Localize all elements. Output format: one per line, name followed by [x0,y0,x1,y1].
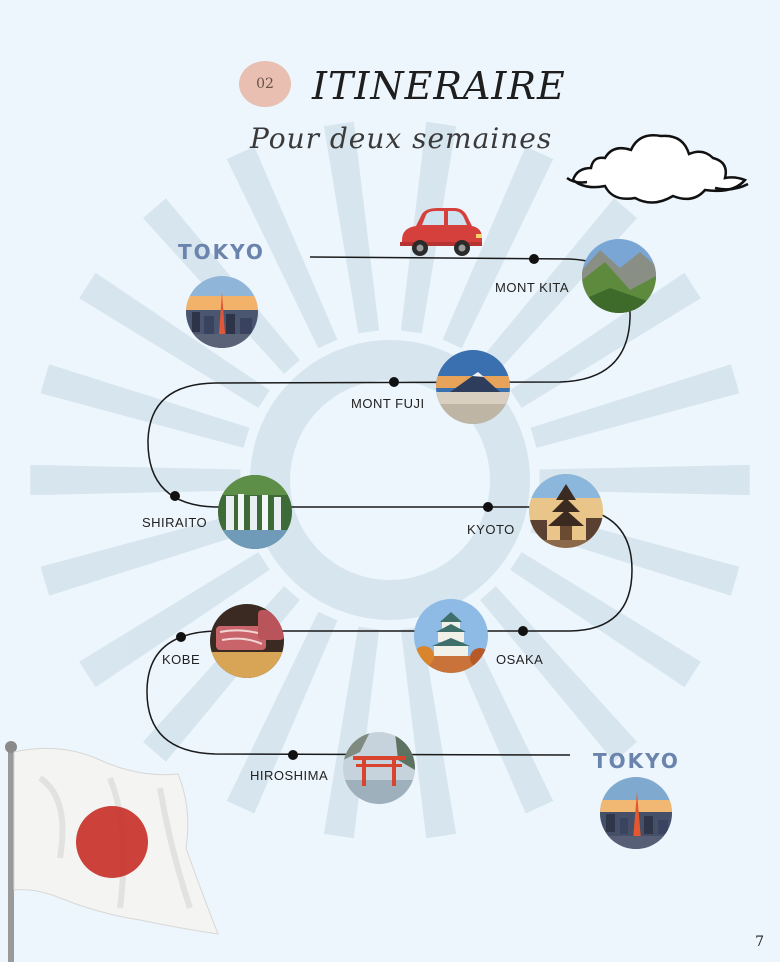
stop-label-mont-kita: MONT KITA [495,280,570,295]
kobe-beef-photo [210,604,284,678]
watermark-ray [79,272,270,408]
mountain-valley-photo [582,239,656,313]
stop-marker [170,491,180,501]
stop-label-shiraito: SHIRAITO [142,515,208,530]
torii-gate-photo [343,732,415,804]
stop-marker [529,254,539,264]
start-city-label: TOKYO [178,240,265,264]
cloud-icon [566,134,749,204]
mount-fuji-photo [436,350,510,424]
watermark-ray [40,364,250,448]
stop-label-hiroshima: HIROSHIMA [250,768,329,783]
watermark-ray [30,464,241,496]
osaka-castle-photo [414,599,488,673]
japan-flag-icon [5,741,219,962]
stop-marker [389,377,399,387]
watermark-ray [480,198,637,374]
stop-marker [176,632,186,642]
watermark-ray [40,512,250,596]
stop-label-kyoto: KYOTO [467,522,515,537]
car-icon [400,208,482,256]
watermark-ray [323,626,380,839]
watermark-ray [400,626,457,839]
stop-marker [518,626,528,636]
watermark-ray [530,364,740,448]
watermark-ray [226,146,338,349]
stop-label-kobe: KOBE [162,652,201,667]
watermark-ray [79,552,270,688]
watermark-ray [323,121,380,334]
stop-label-mont-fuji: MONT FUJI [351,396,425,411]
section-number-badge: 02 [239,61,291,107]
tokyo-tower-photo [600,777,672,849]
page-subtitle: Pour deux semaines [250,122,553,155]
stop-label-osaka: OSAKA [496,652,544,667]
waterfall-photo [218,475,292,549]
watermark-ray [510,272,701,408]
page-title: ITINERAIRE [312,64,566,108]
page-number: 7 [755,934,764,950]
watermark-ray [442,146,554,349]
stop-marker [288,750,298,760]
end-city-label: TOKYO [593,749,680,773]
stop-marker [483,502,493,512]
pagoda-photo [529,474,603,548]
watermark-ray [226,611,338,814]
tokyo-skyline-photo [186,276,258,348]
watermark-ray [510,552,701,688]
